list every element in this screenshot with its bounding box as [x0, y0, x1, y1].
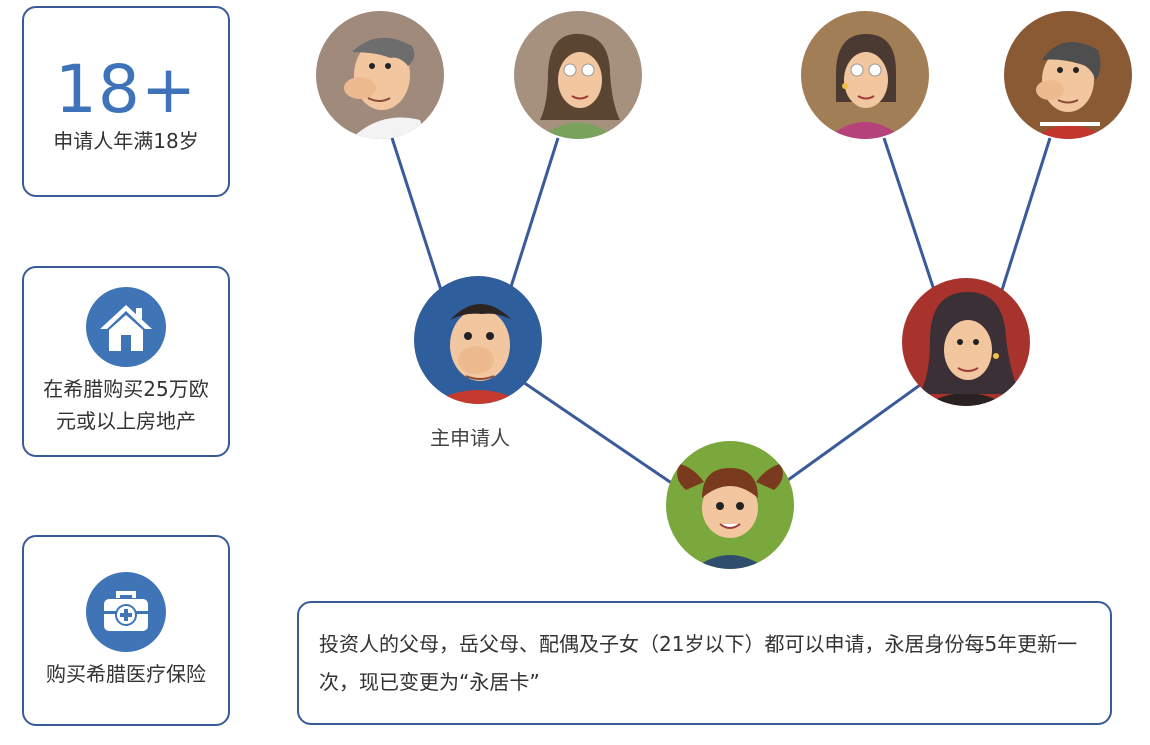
connector-line — [882, 137, 936, 291]
house-icon — [86, 286, 166, 367]
age-label: 申请人年满18岁 — [53, 128, 199, 153]
connector-line — [508, 137, 560, 291]
connector-line — [519, 378, 674, 486]
connector-line — [1000, 137, 1052, 291]
requirement-card-insurance: 购买希腊医疗保险 — [22, 535, 230, 726]
main-applicant-label: 主申请人 — [430, 426, 510, 450]
requirement-card-age: 18+ 申请人年满18岁 — [22, 6, 230, 197]
note-box: 投资人的父母，岳父母、配偶及子女（21岁以下）都可以申请，永居身份每5年更新一次… — [297, 601, 1112, 725]
property-label-line2: 元或以上房地产 — [56, 408, 196, 433]
medical-kit-icon — [86, 571, 166, 652]
connector-line — [390, 137, 443, 291]
insurance-label: 购买希腊医疗保险 — [46, 661, 206, 686]
connector-line — [787, 383, 921, 482]
grandfather-maternal-avatar — [1004, 11, 1132, 139]
child-avatar — [666, 441, 794, 569]
grandfather-paternal-avatar — [316, 11, 444, 139]
spouse-avatar — [902, 278, 1030, 406]
requirement-card-property: 在希腊购买25万欧 元或以上房地产 — [22, 266, 230, 457]
grandmother-maternal-avatar — [801, 11, 929, 139]
note-text: 投资人的父母，岳父母、配偶及子女（21岁以下）都可以申请，永居身份每5年更新一次… — [319, 632, 1078, 694]
property-label-line1: 在希腊购买25万欧 — [43, 376, 209, 401]
grandmother-paternal-avatar — [514, 11, 642, 139]
main-applicant-avatar — [414, 276, 542, 404]
age-figure: 18+ — [54, 50, 198, 128]
